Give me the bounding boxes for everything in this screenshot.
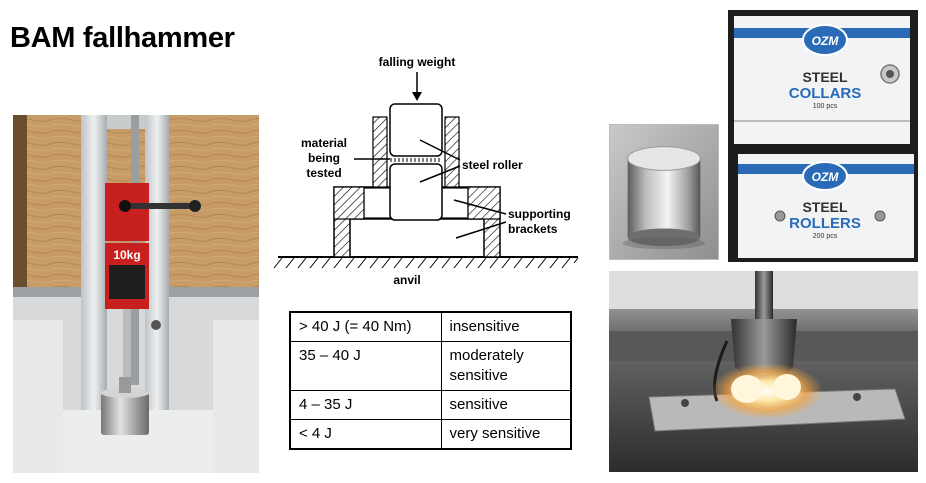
class-cell: sensitive: [440, 390, 572, 420]
energy-cell: 4 – 35 J: [289, 390, 442, 420]
weight-label: 10kg: [113, 248, 140, 262]
table-row: 35 – 40 J moderately sensitive: [289, 341, 572, 391]
anvil-hatch: [273, 257, 579, 269]
brand-logo-1: OZM: [812, 34, 840, 48]
label-anvil: anvil: [393, 273, 420, 287]
energy-cell: 35 – 40 J: [289, 341, 442, 391]
class-cell: moderately sensitive: [440, 341, 572, 391]
box1-line1: STEEL: [802, 69, 848, 85]
box1-line3: 100 pcs: [813, 103, 838, 110]
pointer-bracket-lower: [455, 221, 507, 239]
energy-cell: > 40 J (= 40 Nm): [289, 311, 442, 342]
box2-line2: ROLLERS: [789, 215, 861, 232]
brand-logo-2: OZM: [812, 170, 840, 184]
class-cell: insensitive: [440, 311, 572, 342]
class-cell: very sensitive: [440, 419, 572, 450]
label-material-3: tested: [306, 166, 341, 180]
box1-line2: COLLARS: [789, 85, 862, 102]
steel-boxes-photo: OZM STEEL COLLARS 100 pcs OZM STEEL ROLL…: [728, 10, 918, 262]
pointer-roller-bottom: [419, 165, 461, 183]
label-steel-roller: steel roller: [462, 158, 523, 172]
fallhammer-apparatus-photo: 10kg: [13, 115, 259, 473]
page-title: BAM fallhammer: [10, 22, 235, 54]
table-row: > 40 J (= 40 Nm) insensitive: [289, 311, 572, 342]
energy-cell: < 4 J: [289, 419, 442, 450]
supporting-bracket-right: [467, 186, 501, 220]
label-falling-weight: falling weight: [379, 55, 456, 69]
label-material-2: being: [308, 151, 340, 165]
table-row: 4 – 35 J sensitive: [289, 390, 572, 420]
label-supporting-1: supporting: [508, 207, 571, 221]
steel-roller-photo: [609, 124, 719, 260]
label-supporting-2: brackets: [508, 222, 558, 236]
collar-left: [372, 116, 388, 188]
label-material-1: material: [301, 136, 347, 150]
pointer-bracket-upper: [453, 199, 507, 215]
pointer-roller-top: [419, 139, 461, 161]
box2-line1: STEEL: [802, 199, 848, 215]
collar-right: [444, 116, 460, 188]
steel-roller-bottom: [389, 163, 443, 221]
arrow-head-icon: [412, 92, 422, 101]
fallhammer-diagram: falling weight anvil material being test…: [273, 55, 579, 287]
steel-roller-top: [389, 103, 443, 157]
impact-flash-photo: [609, 271, 918, 472]
box2-line3: 200 pcs: [813, 233, 838, 240]
table-row: < 4 J very sensitive: [289, 419, 572, 450]
sensitivity-table: > 40 J (= 40 Nm) insensitive 35 – 40 J m…: [289, 311, 572, 450]
supporting-bracket-left: [333, 186, 365, 220]
